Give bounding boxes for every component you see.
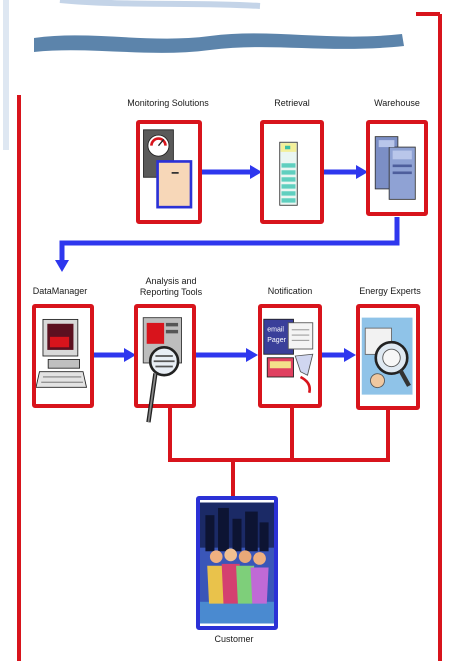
label-datamanager: DataManager	[32, 286, 88, 296]
arrow-monitoring-to-retrieval	[200, 165, 262, 179]
node-warehouse	[366, 120, 428, 216]
node-monitoring-solutions	[136, 120, 202, 224]
connector-to-customer	[168, 407, 390, 498]
email-text: email	[267, 327, 284, 334]
label-notification: Notification	[267, 286, 313, 296]
header-brush-stroke	[34, 33, 404, 53]
arrow-datamanager-to-analysis	[94, 348, 136, 362]
node-customer	[196, 496, 278, 630]
arrow-warehouse-to-datamanager	[55, 217, 400, 272]
arrow-retrieval-to-warehouse	[322, 165, 368, 179]
pager-text: Pager	[267, 337, 286, 344]
label-warehouse: Warehouse	[374, 98, 420, 108]
desktop-computer-icon	[36, 318, 88, 388]
label-retrieval: Retrieval	[274, 98, 310, 108]
node-energy-experts	[356, 304, 420, 410]
magnifier-report-icon	[142, 317, 182, 423]
label-energy-experts: Energy Experts	[359, 286, 421, 296]
label-monitoring-solutions: Monitoring Solutions	[127, 98, 209, 108]
node-datamanager	[32, 304, 94, 408]
expert-magnifier-icon	[361, 317, 413, 395]
node-analysis-reporting	[134, 304, 196, 423]
label-customer: Customer	[214, 634, 254, 644]
meter-computer-icon	[143, 129, 193, 209]
node-notification: email Pager	[258, 304, 322, 408]
customer-group-icon	[200, 502, 274, 624]
header-brush-highlight	[59, 0, 261, 9]
arrow-notification-to-experts	[322, 348, 356, 362]
email-pager-icon: email Pager	[263, 318, 314, 394]
retrieval-list-icon	[279, 141, 298, 206]
arrow-analysis-to-notification	[196, 348, 258, 362]
label-analysis-reporting: Analysis and Reporting Tools	[139, 276, 203, 297]
warehouse-server-icon	[374, 136, 416, 200]
node-retrieval	[260, 120, 324, 224]
